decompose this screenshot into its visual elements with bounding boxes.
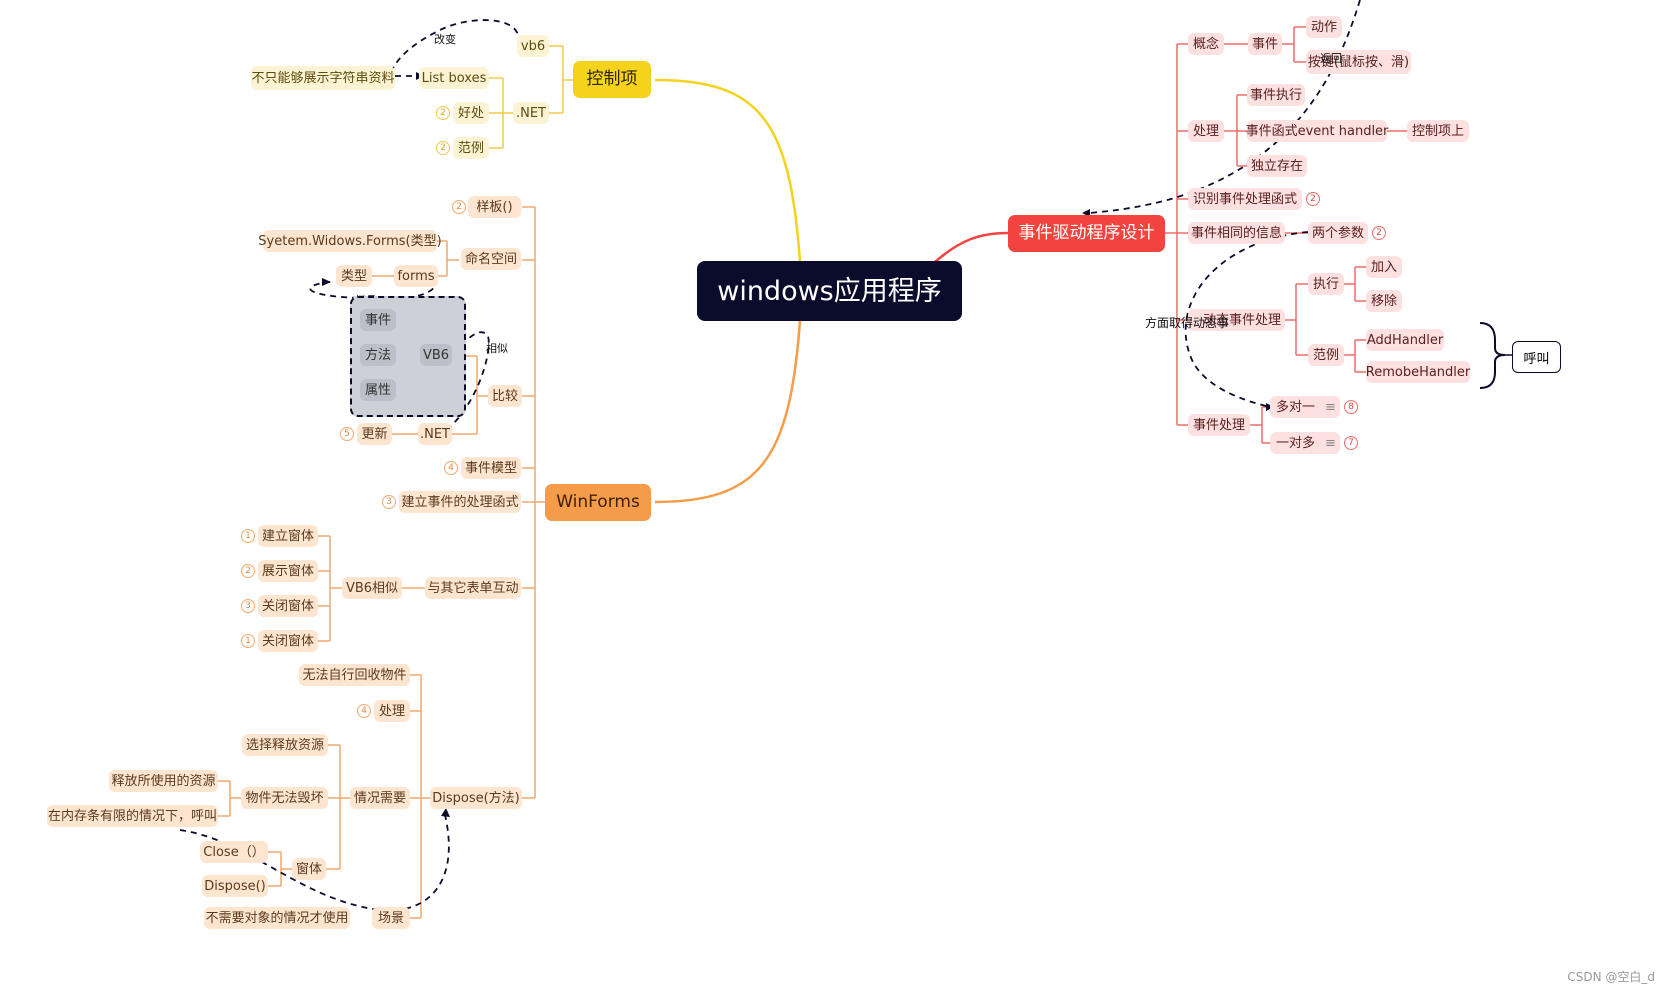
controls-example[interactable]: 范例 bbox=[453, 137, 489, 159]
winforms-event-model[interactable]: 事件模型 bbox=[461, 457, 521, 479]
compare-vb6[interactable]: VB6 bbox=[420, 344, 452, 366]
winforms-create-handler[interactable]: 建立事件的处理函式 bbox=[399, 491, 521, 513]
update-marker: 5 bbox=[340, 427, 354, 441]
controls-net[interactable]: .NET bbox=[513, 102, 549, 124]
many-to-one-marker: 8 bbox=[1344, 400, 1358, 414]
namespace-type[interactable]: 类型 bbox=[336, 265, 372, 287]
event-action[interactable]: 动作 bbox=[1306, 16, 1342, 38]
event-processing[interactable]: 处理 bbox=[1188, 120, 1224, 142]
relation-label-change: 改变 bbox=[434, 33, 456, 46]
create-form[interactable]: 建立窗体 bbox=[258, 525, 318, 547]
two-params-marker: 2 bbox=[1372, 226, 1386, 240]
relation-label-similar: 相似 bbox=[486, 342, 508, 355]
dynamic-example[interactable]: 范例 bbox=[1308, 344, 1344, 366]
winforms-interact[interactable]: 与其它表单互动 bbox=[425, 577, 521, 599]
event-concept[interactable]: 概念 bbox=[1188, 33, 1224, 55]
create-handler-marker: 3 bbox=[382, 495, 396, 509]
form-marker-1: 1 bbox=[241, 529, 255, 543]
winforms-namespace[interactable]: 命名空间 bbox=[461, 248, 521, 270]
winforms-compare[interactable]: 比较 bbox=[488, 385, 522, 407]
event-dynamic-handling[interactable]: 动态事件处理 bbox=[1188, 309, 1285, 331]
note-icon: ≡ bbox=[1325, 435, 1336, 451]
need-cannot-destroy[interactable]: 物件无法毁坏 bbox=[241, 787, 328, 809]
vb6-events[interactable]: 事件 bbox=[360, 309, 396, 331]
many-to-one-label: 多对一 bbox=[1276, 399, 1316, 415]
dispose-need[interactable]: 情况需要 bbox=[350, 787, 410, 809]
branch-controls[interactable]: 控制项 bbox=[573, 61, 651, 98]
branch-event-driven[interactable]: 事件驱动程序设计 bbox=[1008, 215, 1165, 252]
namespace-forms[interactable]: forms bbox=[394, 265, 438, 287]
handling-many-to-one[interactable]: 多对一 ≡ bbox=[1270, 396, 1340, 418]
event-same-info[interactable]: 事件相同的信息 bbox=[1188, 222, 1285, 244]
dispose-handle[interactable]: 处理 bbox=[374, 700, 410, 722]
branch-winforms[interactable]: WinForms bbox=[545, 484, 651, 521]
scene-not-needed[interactable]: 不需要对象的情况才使用 bbox=[204, 907, 350, 929]
controls-benefit[interactable]: 好处 bbox=[453, 102, 489, 124]
limited-memory-call[interactable]: 在内存条有限的情况下，呼叫 bbox=[47, 805, 218, 827]
need-choose-release[interactable]: 选择释放资源 bbox=[242, 734, 328, 756]
controls-list-boxes[interactable]: List boxes bbox=[419, 67, 489, 89]
vb6-methods[interactable]: 方法 bbox=[360, 344, 396, 366]
vb6-properties[interactable]: 属性 bbox=[360, 379, 396, 401]
show-form[interactable]: 展示窗体 bbox=[258, 560, 318, 582]
net-update[interactable]: 更新 bbox=[357, 423, 392, 445]
form-marker-4: 1 bbox=[241, 634, 255, 648]
controls-more-than-strings[interactable]: 不只能够展示字符串资料 bbox=[251, 66, 395, 90]
concept-event[interactable]: 事件 bbox=[1248, 33, 1282, 55]
need-window[interactable]: 窗体 bbox=[292, 858, 326, 880]
handling-one-to-many[interactable]: 一对多 ≡ bbox=[1270, 432, 1340, 454]
example-marker: 2 bbox=[436, 141, 450, 155]
dispose-scene[interactable]: 场景 bbox=[372, 907, 410, 929]
action-sub-label: 返回 bbox=[1320, 52, 1342, 65]
release-all-resources[interactable]: 释放所使用的资源 bbox=[109, 770, 218, 792]
event-keyboard[interactable]: 按键(鼠标按、滑) bbox=[1306, 50, 1411, 74]
one-to-many-marker: 7 bbox=[1344, 436, 1358, 450]
handler-control-on[interactable]: 控制项上 bbox=[1407, 120, 1469, 142]
close-form-b[interactable]: 关闭窗体 bbox=[258, 630, 318, 652]
identify-marker: 2 bbox=[1306, 192, 1320, 206]
dynamic-prefix-text: 方面取得动态事 bbox=[1145, 316, 1230, 330]
winforms-dispose[interactable]: Dispose(方法) bbox=[430, 787, 522, 809]
template-marker: 2 bbox=[452, 200, 466, 214]
form-marker-2: 2 bbox=[241, 564, 255, 578]
namespace-system-forms[interactable]: Syetem.Widows.Forms(类型) bbox=[258, 230, 442, 252]
window-dispose[interactable]: Dispose() bbox=[202, 875, 268, 897]
event-handling[interactable]: 事件处理 bbox=[1188, 414, 1250, 436]
execute-remove[interactable]: 移除 bbox=[1366, 290, 1402, 312]
processing-event-handler[interactable]: 事件函式event handler bbox=[1246, 120, 1388, 142]
form-marker-3: 3 bbox=[241, 599, 255, 613]
example-remove-handler[interactable]: RemobeHandler bbox=[1366, 361, 1470, 383]
event-model-marker: 4 bbox=[444, 461, 458, 475]
handle-marker: 4 bbox=[357, 704, 371, 718]
compare-net[interactable]: .NET bbox=[418, 423, 452, 445]
interact-vb6-similar[interactable]: VB6相似 bbox=[342, 577, 402, 599]
dynamic-execute[interactable]: 执行 bbox=[1308, 273, 1344, 295]
note-icon: ≡ bbox=[1325, 399, 1336, 415]
example-add-handler[interactable]: AddHandler bbox=[1366, 329, 1444, 351]
one-to-many-label: 一对多 bbox=[1276, 435, 1316, 451]
benefit-marker: 2 bbox=[436, 106, 450, 120]
event-identify-handler[interactable]: 识别事件处理函式 bbox=[1188, 188, 1302, 210]
central-topic[interactable]: windows应用程序 bbox=[697, 261, 962, 321]
processing-independent[interactable]: 独立存在 bbox=[1247, 155, 1307, 177]
controls-vb6[interactable]: vb6 bbox=[517, 35, 549, 57]
info-two-params[interactable]: 两个参数 bbox=[1308, 222, 1368, 244]
winforms-template[interactable]: 样板() bbox=[468, 196, 521, 218]
close-form-a[interactable]: 关闭窗体 bbox=[258, 595, 318, 617]
window-close[interactable]: Close（） bbox=[200, 841, 268, 863]
callout-call[interactable]: 呼叫 bbox=[1512, 341, 1561, 373]
watermark: CSDN @空白_d bbox=[1567, 970, 1655, 984]
processing-event-exec[interactable]: 事件执行 bbox=[1247, 84, 1305, 106]
dispose-cannot-collect[interactable]: 无法自行回收物件 bbox=[299, 664, 410, 686]
execute-add[interactable]: 加入 bbox=[1366, 256, 1402, 278]
